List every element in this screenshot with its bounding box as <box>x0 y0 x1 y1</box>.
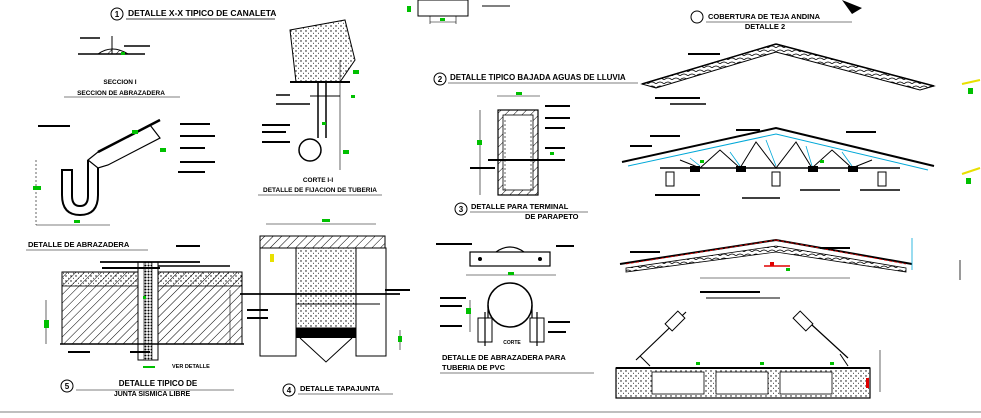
title-terminal-line2: DE PARAPETO <box>525 212 579 221</box>
title-tapajunta: DETALLE TAPAJUNTA <box>300 384 380 393</box>
abrazadera-pvc-detail: CORTE DETALLE DE ABRAZADERA PARA TUBERIA… <box>436 243 594 374</box>
foundation-section <box>615 310 881 399</box>
title-abrazadera-pvc-line2: TUBERIA DE PVC <box>442 363 506 372</box>
marker-1-circle <box>110 7 124 21</box>
label-seccion-i: SECCION I <box>103 79 136 86</box>
roof-section-2 <box>619 238 913 299</box>
seccion-i-detail: SECCION I SECCION DE ABRAZADERA <box>64 36 180 98</box>
marker-2: 2 <box>438 75 443 84</box>
label-seccion-abrazadera: SECCION DE ABRAZADERA <box>77 90 165 97</box>
marker-4: 4 <box>287 386 292 395</box>
title-junta-line1: DETALLE TIPICO DE <box>119 379 198 388</box>
title-canaleta-group: 1 DETALLE X-X TIPICO DE CANALETA <box>110 7 276 21</box>
title-canaleta: DETALLE X-X TIPICO DE CANALETA <box>128 8 276 18</box>
label-ver-detalle: VER DETALLE <box>172 364 210 370</box>
marker-3: 3 <box>459 205 464 214</box>
fijacion-tuberia-detail: CORTE I-I DETALLE DE FIJACION DE TUBERIA <box>258 19 382 196</box>
abrazadera-gutter-detail: DETALLE DE ABRAZADERA <box>26 118 215 251</box>
title-junta-line2: JUNTA SISMICA LIBRE <box>114 391 191 398</box>
marker-1: 1 <box>115 10 120 19</box>
title-cobertura: COBERTURA DE TEJA ANDINA <box>708 12 821 21</box>
roof-truss-section <box>621 126 935 199</box>
label-fijacion-tuberia: DETALLE DE FIJACION DE TUBERIA <box>263 187 377 194</box>
title-abrazadera-pvc-line1: DETALLE DE ABRAZADERA PARA <box>442 353 566 362</box>
tapajunta-detail: 4 DETALLE TAPAJUNTA <box>240 219 410 397</box>
junta-sismica-detail: VER DETALLE 5 DETALLE TIPICO DE JUNTA SI… <box>44 245 244 398</box>
label-corte-i: CORTE I-I <box>303 177 334 184</box>
top-center-box <box>407 0 510 24</box>
bajada-aguas-detail: 2 DETALLE TIPICO BAJADA AGUAS DE LLUVIA … <box>433 72 638 221</box>
label-detalle-abrazadera: DETALLE DE ABRAZADERA <box>28 240 130 249</box>
label-corte: CORTE <box>503 340 521 346</box>
marker-5: 5 <box>65 382 70 391</box>
title-terminal-line1: DETALLE PARA TERMINAL <box>471 202 569 211</box>
title-detalle-2: DETALLE 2 <box>745 22 785 31</box>
right-edge-marks <box>959 79 981 280</box>
title-bajada: DETALLE TIPICO BAJADA AGUAS DE LLUVIA <box>450 73 626 82</box>
cobertura-title-group: COBERTURA DE TEJA ANDINA DETALLE 2 <box>690 0 862 31</box>
roof-elevation-1 <box>640 43 936 105</box>
